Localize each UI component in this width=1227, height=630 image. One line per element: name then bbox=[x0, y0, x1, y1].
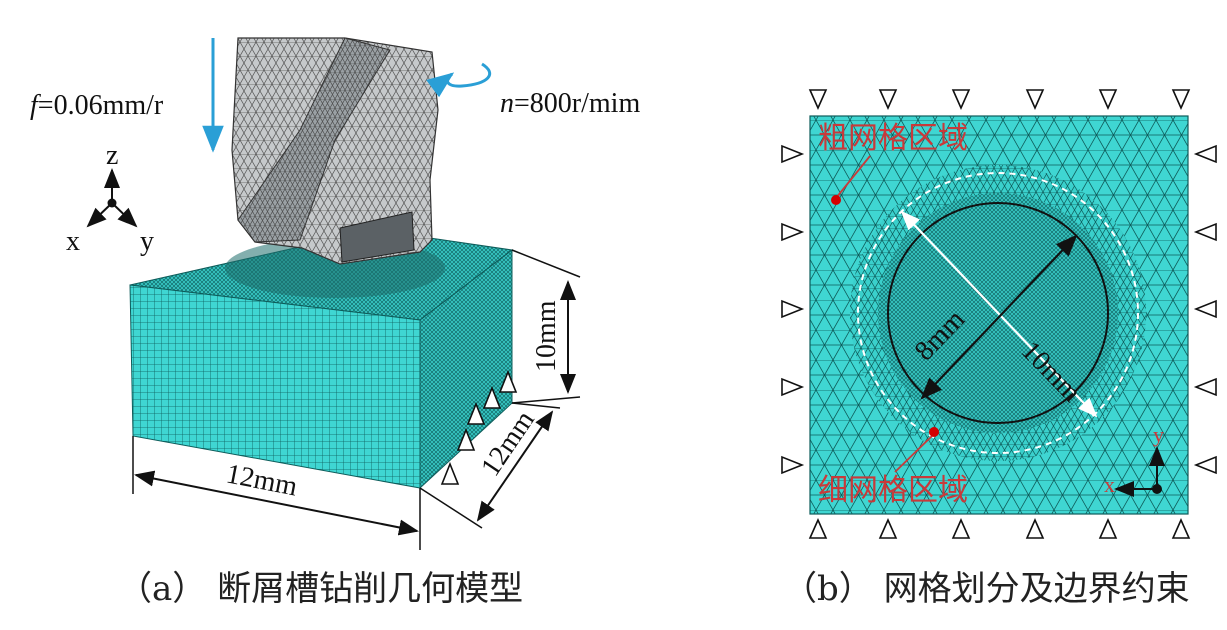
constraint-triangles-right bbox=[1193, 144, 1217, 475]
speed-label: n=800r/mim bbox=[500, 88, 640, 119]
coarse-mesh-dot bbox=[831, 195, 841, 205]
constraint-triangles-a bbox=[440, 369, 518, 485]
axis-y-label-b: y bbox=[1153, 422, 1164, 447]
axis-x-label: x bbox=[66, 226, 80, 257]
fine-mesh-leader bbox=[894, 433, 935, 473]
panel-b: 8mm 10mm 粗网格区域 细网格区域 y x bbox=[781, 89, 1217, 609]
fine-mesh-dot bbox=[929, 427, 939, 437]
caption-a: （a） 断屑槽钻削几何模型 bbox=[118, 569, 523, 609]
drill-model bbox=[231, 37, 439, 265]
drill-flute bbox=[237, 37, 391, 243]
inner-diameter-arrow bbox=[920, 234, 1078, 400]
coarse-mesh-leader bbox=[835, 155, 871, 199]
dimension-height: 10mm bbox=[511, 249, 581, 404]
feed-value: =0.06mm/r bbox=[38, 90, 164, 121]
axis-x-label-b: x bbox=[1104, 472, 1115, 497]
panel-a: f=0.06mm/r n=800r/mim z x y 10mm bbox=[30, 37, 640, 609]
coordinate-axes-b: y x bbox=[1104, 422, 1165, 497]
coordinate-triad-a: z x y bbox=[66, 140, 154, 257]
inner-boundary-circle bbox=[887, 202, 1109, 424]
rotation-arrow bbox=[426, 62, 492, 98]
fine-mesh-label: 细网格区域 bbox=[818, 473, 968, 508]
workpiece-front-face bbox=[129, 284, 421, 489]
dimension-height-label: 10mm bbox=[531, 300, 562, 372]
drill-chip-breaker-groove bbox=[339, 211, 415, 263]
workpiece-block bbox=[129, 229, 514, 490]
outer-boundary-circle bbox=[857, 172, 1139, 454]
coarse-mesh-label: 粗网格区域 bbox=[818, 121, 968, 156]
constraint-triangles-bottom bbox=[808, 518, 1191, 539]
speed-value: =800r/mim bbox=[514, 88, 640, 119]
feed-label: f=0.06mm/r bbox=[30, 90, 164, 121]
dimension-width-label: 12mm bbox=[224, 458, 300, 502]
speed-italic: n bbox=[500, 88, 514, 119]
caption-b: （b） 网格划分及边界约束 bbox=[783, 569, 1190, 609]
constraint-triangles-left bbox=[781, 144, 805, 475]
constraint-triangles-top bbox=[808, 89, 1191, 110]
axis-z-label: z bbox=[106, 140, 118, 171]
axis-y-label: y bbox=[140, 226, 154, 257]
feed-italic: f bbox=[30, 90, 41, 121]
